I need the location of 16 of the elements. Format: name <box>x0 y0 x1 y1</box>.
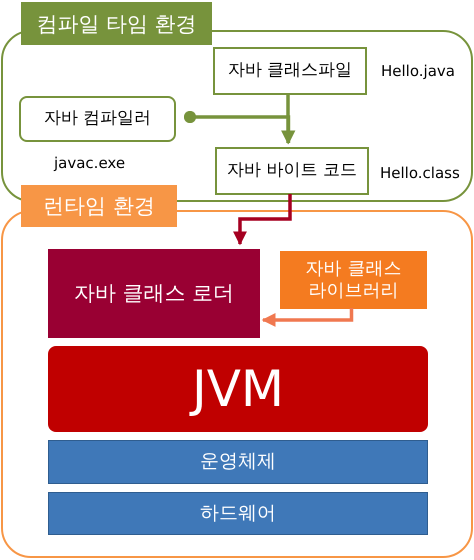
panel-heading: 컴파일 타임 환경 <box>21 2 212 45</box>
panel-heading: 런타임 환경 <box>21 185 177 227</box>
layer-box: 운영체제 <box>48 440 428 484</box>
process-box: 자바 클래스 로더 <box>48 249 260 338</box>
layer-box: 하드웨어 <box>48 492 428 535</box>
arrow <box>262 308 354 327</box>
process-box: 자바 클래스파일 <box>213 47 367 95</box>
jvm-box: JVM <box>48 346 428 432</box>
process-box: 자바 컴파일러 <box>19 96 176 142</box>
library-box: 자바 클래스 라이브러리 <box>280 251 427 309</box>
file-name-label: javac.exe <box>54 154 126 172</box>
arrow <box>184 110 296 144</box>
file-name-label: Hello.java <box>381 62 455 80</box>
file-name-label: Hello.class <box>380 164 460 182</box>
process-box: 자바 바이트 코드 <box>215 147 369 195</box>
arrow <box>232 194 292 246</box>
